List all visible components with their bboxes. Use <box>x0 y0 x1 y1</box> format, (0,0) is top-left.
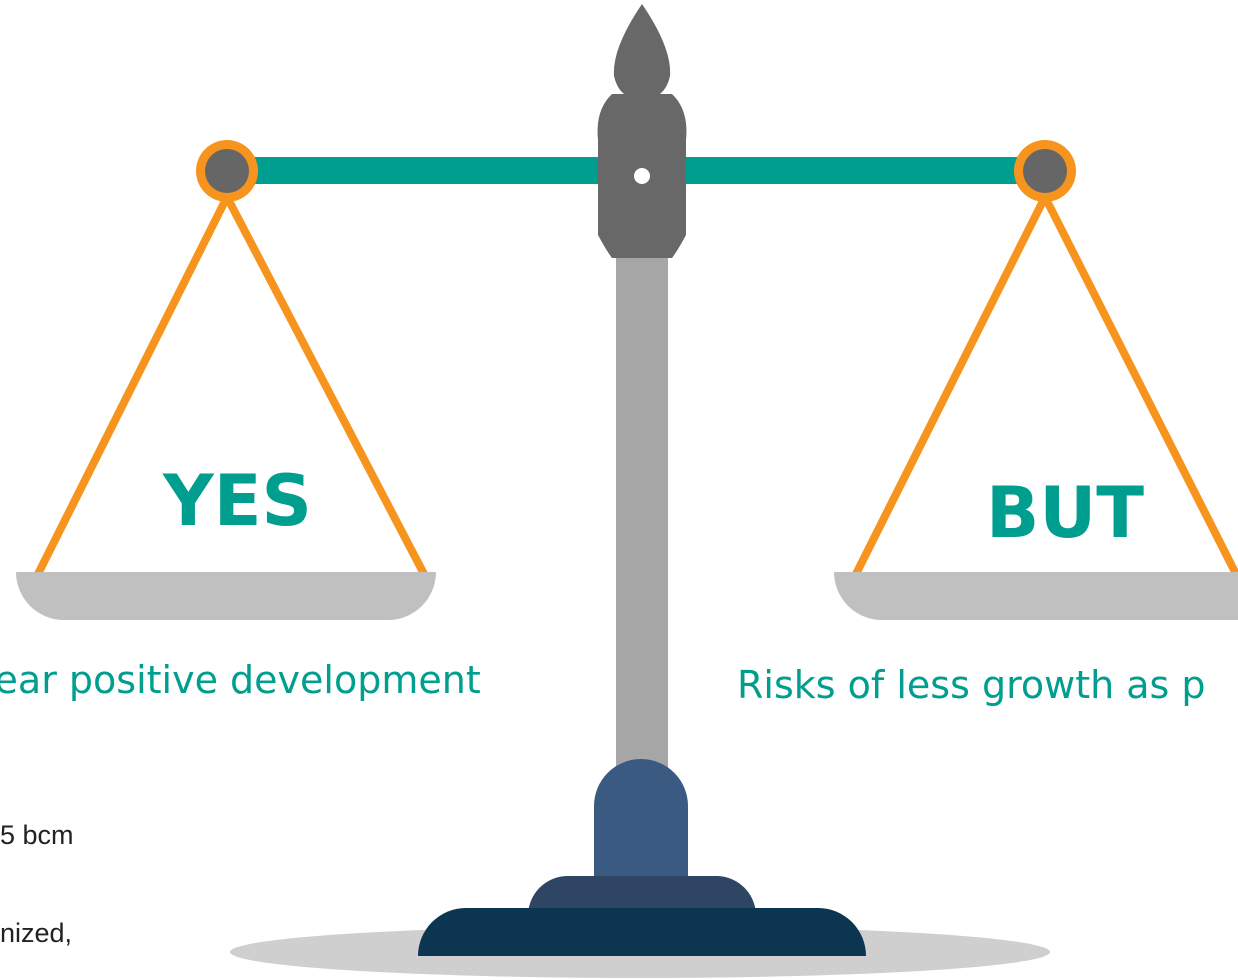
scale-pole <box>616 244 668 804</box>
left-pivot-ring <box>196 140 258 202</box>
body-text-line: nized, <box>0 918 73 948</box>
right-pan <box>834 572 1238 620</box>
base-middle <box>528 876 756 914</box>
but-caption: Risks of less growth as p <box>737 663 1206 707</box>
but-label: BUT <box>986 472 1144 554</box>
left-chains <box>34 193 428 578</box>
base-upper <box>594 759 688 880</box>
right-chains <box>852 193 1238 578</box>
base-lower <box>418 908 866 956</box>
left-pan <box>16 572 436 620</box>
right-pivot-ring <box>1014 140 1076 202</box>
body-text-line: 5 bcm <box>0 820 74 850</box>
pivot-pin <box>634 168 650 184</box>
yes-label: YES <box>163 460 312 542</box>
finial <box>613 4 671 98</box>
yes-caption: lear positive development <box>0 658 481 702</box>
